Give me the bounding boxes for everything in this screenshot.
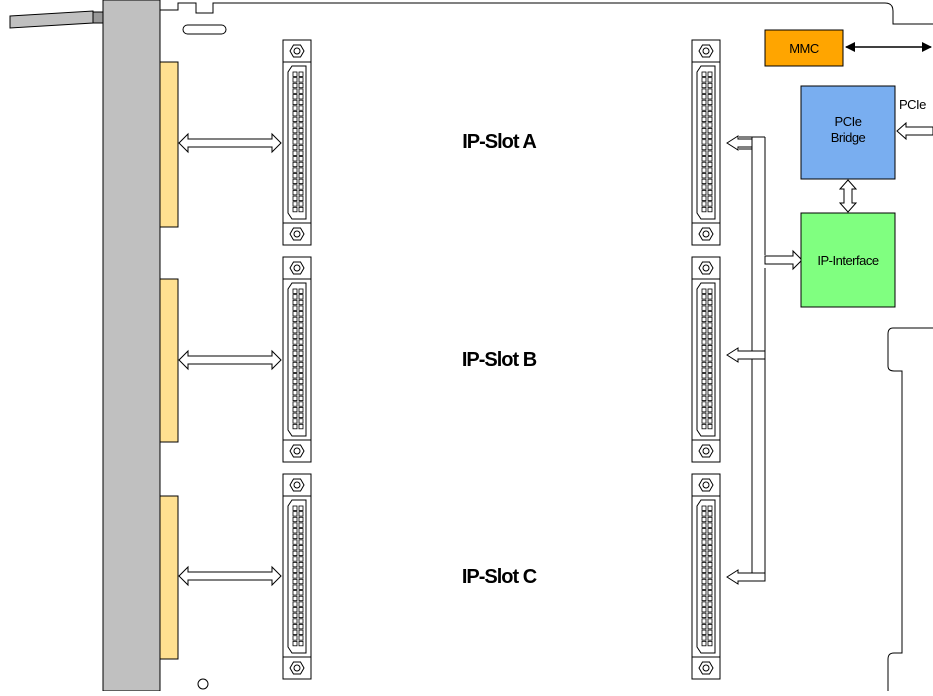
bridge-interface-arrow	[838, 179, 858, 213]
pcie-bridge-label-line1: PCIe	[835, 114, 862, 129]
pcie-bridge-block	[800, 85, 896, 180]
logic-connector-slot-b	[691, 256, 721, 463]
bus-arrow-b	[726, 347, 766, 363]
bus-arrow-c	[726, 569, 766, 585]
front-panel	[102, 0, 161, 692]
ip-interface-label: IP-Interface	[817, 253, 878, 268]
slot-label-c: IP-Slot C	[462, 566, 537, 588]
ejector-pivot	[92, 11, 104, 24]
front-io-connector-a	[159, 61, 179, 228]
ip-interface-block	[800, 212, 896, 308]
front-io-connector-c	[159, 495, 179, 660]
front-io-connector-b	[159, 278, 179, 443]
logic-connector-slot-c	[691, 473, 721, 680]
bus-arrow-ip-interface	[764, 249, 803, 271]
io-connector-slot-c	[282, 473, 312, 680]
connector-group	[282, 39, 721, 680]
bus-arrow-a	[726, 135, 753, 151]
io-arrow-c	[178, 565, 282, 587]
mmc-block	[764, 29, 844, 67]
mounting-slot	[182, 24, 227, 35]
io-arrow-b	[178, 349, 282, 371]
pcie-external-arrow	[896, 121, 933, 141]
slot-label-b: IP-Slot B	[462, 349, 537, 371]
logic-connector-slot-a	[691, 39, 721, 246]
io-connector-slot-a	[282, 39, 312, 246]
ejector-handle	[9, 10, 94, 29]
pcie-external-label: PCIe	[899, 97, 926, 112]
pcie-bridge-label-line2: Bridge	[831, 130, 866, 145]
mounting-hole	[197, 678, 209, 690]
mmc-label: MMC	[789, 41, 819, 56]
io-arrow-a	[178, 132, 282, 154]
slot-label-a: IP-Slot A	[462, 131, 536, 153]
io-connector-slot-b	[282, 256, 312, 463]
pcb-outline	[160, 2, 933, 691]
